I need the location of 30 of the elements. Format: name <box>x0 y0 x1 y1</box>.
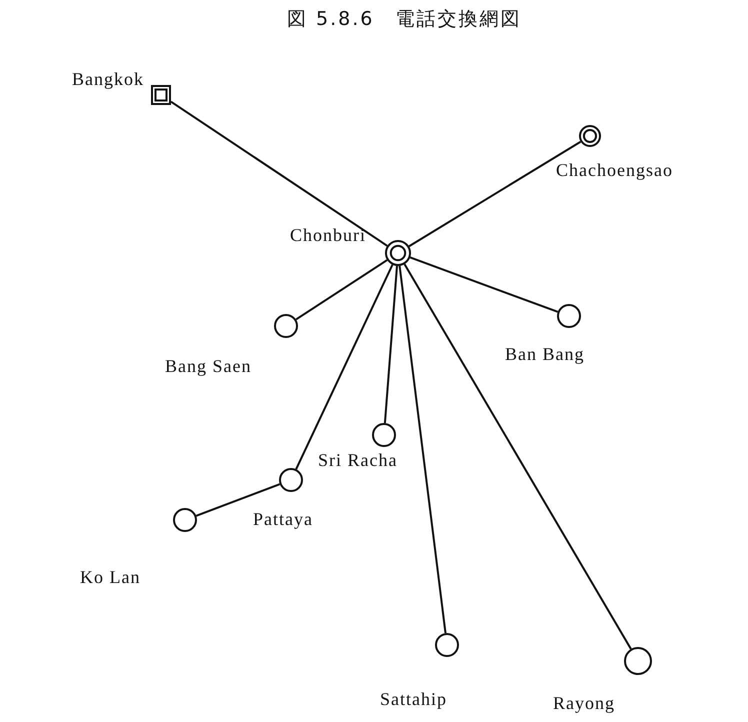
place-label: Bangkok <box>72 70 144 88</box>
place-label: Bang Saen <box>165 357 252 375</box>
link-line <box>384 266 398 424</box>
place-label: Ban Bang <box>505 345 584 363</box>
link-line <box>196 483 280 517</box>
exchange-double-circle <box>385 240 411 266</box>
diagram-title: 図 5.8.6 電話交換網図 <box>287 7 522 32</box>
exchange-double-circle <box>579 125 601 147</box>
place-label: Sattahip <box>380 690 447 708</box>
link-line <box>410 256 558 313</box>
link-line <box>404 264 632 650</box>
link-line <box>295 264 394 470</box>
exchange-square <box>151 85 171 105</box>
link-line <box>170 100 388 247</box>
exchange-circle <box>557 304 581 328</box>
exchange-circle <box>624 647 652 675</box>
exchange-circle <box>173 508 197 532</box>
place-label: Sri Racha <box>318 451 398 469</box>
place-label: Chonburi <box>290 226 366 244</box>
exchange-circle <box>279 468 303 492</box>
place-label: Ko Lan <box>80 568 140 586</box>
link-line <box>408 140 582 248</box>
link-line <box>296 259 388 320</box>
place-label: Chachoengsao <box>556 161 673 179</box>
exchange-circle <box>435 633 459 657</box>
exchange-circle <box>274 314 298 338</box>
exchange-circle <box>372 423 396 447</box>
link-line <box>398 266 446 634</box>
place-label: Rayong <box>553 694 615 712</box>
place-label: Pattaya <box>253 510 313 528</box>
